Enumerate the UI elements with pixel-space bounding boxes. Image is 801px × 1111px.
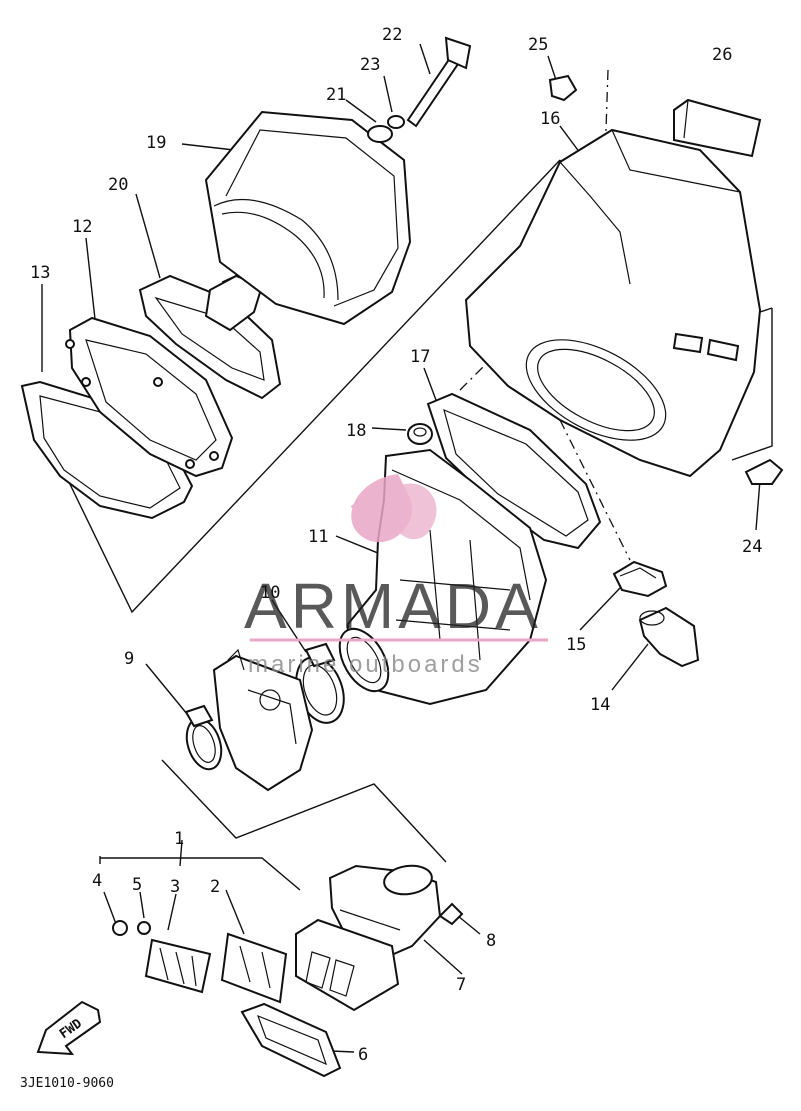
- reed-valve-assembly: [295, 918, 400, 1012]
- part-6-gasket: [240, 1002, 342, 1078]
- callout-6: 6: [358, 1045, 368, 1065]
- part-9-clamp: [184, 704, 223, 771]
- watermark-logo-icon: [350, 474, 437, 543]
- callout-15: 15: [566, 635, 586, 655]
- watermark-brand: ARMADA: [244, 570, 542, 642]
- callout-12: 12: [72, 217, 92, 237]
- callout-16: 16: [540, 109, 560, 129]
- callout-22: 22: [382, 25, 402, 45]
- callout-21: 21: [326, 85, 346, 105]
- part-20-filter-guide: [138, 271, 282, 400]
- callout-14: 14: [590, 695, 610, 715]
- callout-labels: 1 2 3 4 5 6 7 8 9 10 11 12 13 14 15 16 1…: [30, 25, 762, 1065]
- watermark-tagline: marine outboards: [248, 651, 483, 678]
- part-4-screw: [112, 920, 128, 936]
- callout-26: 26: [712, 45, 732, 65]
- callout-4: 4: [92, 871, 102, 891]
- callout-18: 18: [346, 421, 366, 441]
- part-21-washer: [367, 125, 393, 143]
- callout-1: 1: [174, 829, 184, 849]
- leader-lines: [41, 43, 761, 1053]
- part-12-frame: [65, 316, 234, 478]
- part-19-air-filter: [204, 110, 412, 326]
- part-8-bolt: [438, 902, 464, 926]
- callout-17: 17: [410, 347, 430, 367]
- callout-20: 20: [108, 175, 128, 195]
- part-18-grommet: [407, 423, 433, 445]
- callout-5: 5: [132, 875, 142, 895]
- callout-7: 7: [456, 975, 466, 995]
- part-24-bolt: [744, 458, 784, 485]
- callout-23: 23: [360, 55, 380, 75]
- part-3-stopper: [144, 938, 212, 994]
- part-14-boot: [638, 606, 700, 668]
- diagram-code: 3JE1010-9060: [20, 1076, 114, 1091]
- watermark: ARMADA marine outboards: [244, 474, 548, 678]
- part-16-filter-case: [464, 128, 762, 478]
- fwd-arrow-icon: FWD: [36, 1000, 102, 1056]
- part-15-band: [612, 560, 668, 598]
- part-23-washer: [387, 115, 405, 129]
- part-2-reed: [220, 932, 288, 1004]
- part-25-bolt: [548, 74, 578, 102]
- callout-3: 3: [170, 877, 180, 897]
- callout-25: 25: [528, 35, 548, 55]
- part-5-washer: [137, 921, 151, 935]
- part-22-bolt: [406, 36, 472, 128]
- callout-9: 9: [124, 649, 134, 669]
- callout-2: 2: [210, 877, 220, 897]
- callout-11: 11: [308, 527, 328, 547]
- carburetor: [212, 648, 314, 792]
- callout-10: 10: [260, 583, 280, 603]
- callout-13: 13: [30, 263, 50, 283]
- callout-19: 19: [146, 133, 166, 153]
- part-26-seal: [673, 98, 762, 158]
- callout-24: 24: [742, 537, 762, 557]
- callout-8: 8: [486, 931, 496, 951]
